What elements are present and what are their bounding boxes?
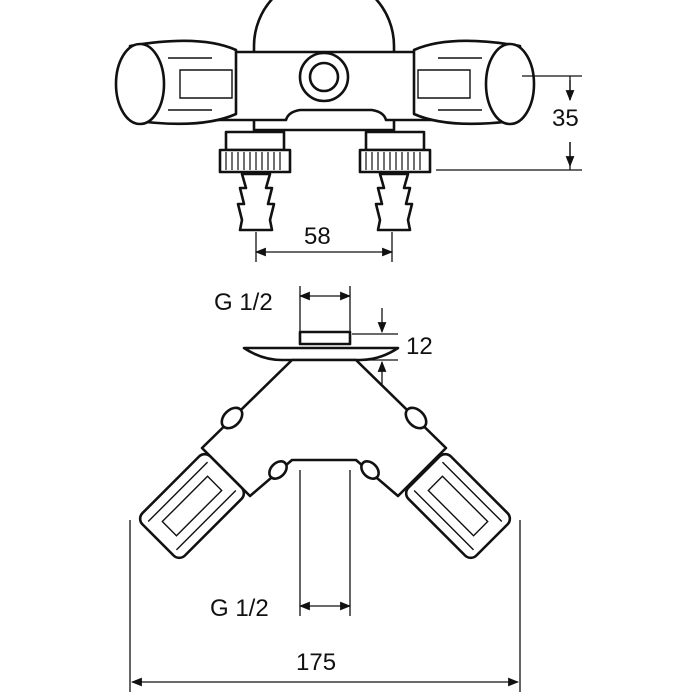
left-hose-outlet [218,130,292,232]
right-union-nut [404,452,512,560]
right-inner-nub [360,460,380,480]
top-view: 35 58 [114,0,582,262]
dimension-58: 58 [254,223,394,262]
label-height-35: 35 [552,105,579,132]
dimension-thread-bottom: G 1/2 [210,470,352,622]
wall-flange [242,346,400,362]
front-view: G 1/2 12 [129,286,521,692]
left-nub [220,406,244,430]
dimension-thread-top: G 1/2 [214,286,352,332]
dimension-35: 35 [436,75,582,171]
label-thread-bottom: G 1/2 [210,595,269,622]
right-hose-outlet [358,130,432,232]
top-thread-connector [298,330,352,346]
right-nub [404,406,428,430]
left-inner-nub [268,460,288,480]
center-outlet-inner [308,61,340,93]
label-width-175: 175 [296,649,336,676]
label-thread-top: G 1/2 [214,289,273,316]
left-union-nut [138,452,246,560]
label-spacing-58: 58 [304,223,331,250]
dimension-175: 175 [129,520,521,692]
left-handle [114,39,238,126]
label-flange-12: 12 [406,333,433,360]
dimension-12: 12 [352,308,433,384]
right-handle [412,39,536,126]
y-body [200,358,448,498]
